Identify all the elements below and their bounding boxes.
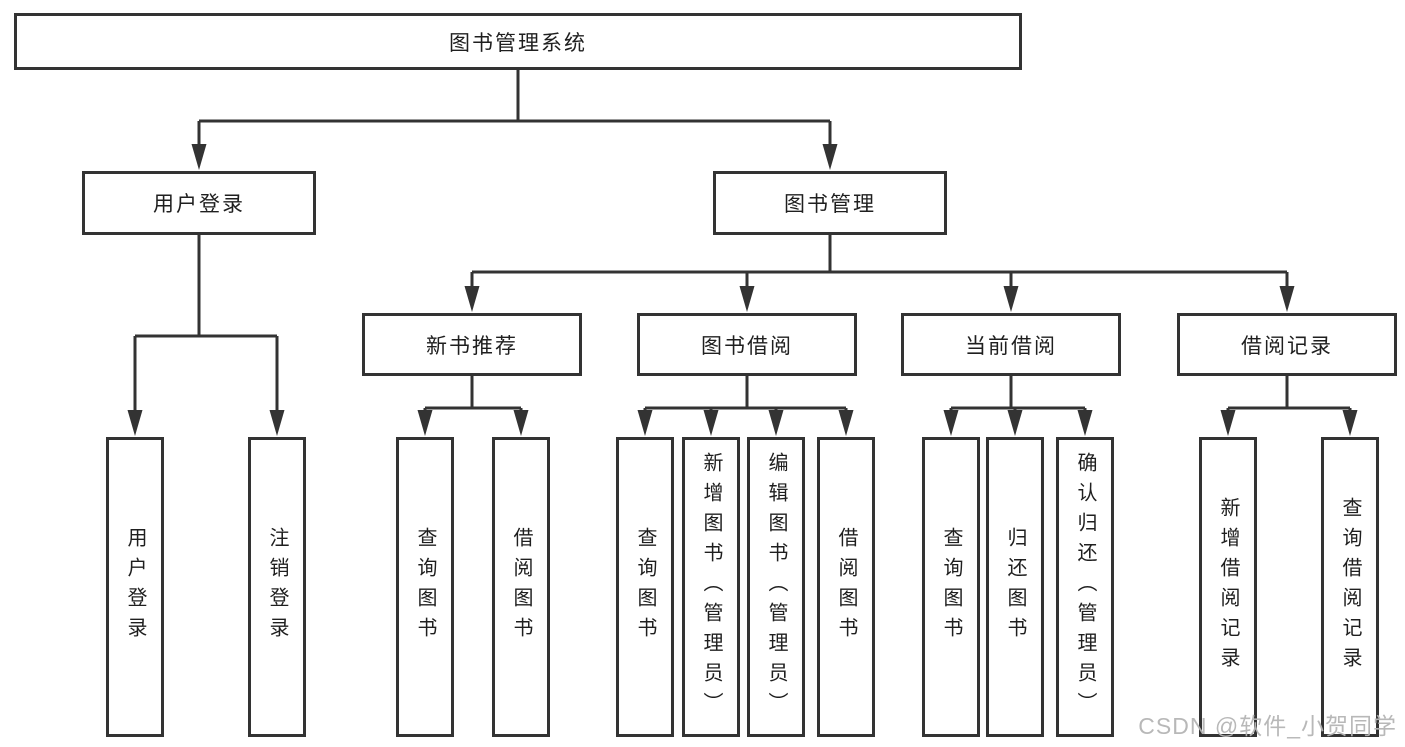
leaf-newbooks-borrow: 借阅图书 [492,437,550,737]
leaf-newbooks-search-label: 查询图书 [414,527,436,647]
leaf-records-add: 新增借阅记录 [1199,437,1257,737]
leaf-records-add-label: 新增借阅记录 [1217,497,1239,677]
leaf-borrow-search: 查询图书 [616,437,674,737]
leaf-current-confirm-admin-label: 确认归还（管理员） [1074,452,1096,722]
leaf-borrow-add-admin-label: 新增图书（管理员） [700,452,722,722]
node-library-system: 图书管理系统 [14,13,1022,70]
node-library-system-label: 图书管理系统 [449,31,587,55]
leaf-records-search: 查询借阅记录 [1321,437,1379,737]
node-user-login: 用户登录 [82,171,316,235]
leaf-records-search-label: 查询借阅记录 [1339,497,1361,677]
leaf-user-login: 用户登录 [106,437,164,737]
node-book-management: 图书管理 [713,171,947,235]
leaf-logout: 注销登录 [248,437,306,737]
leaf-newbooks-search: 查询图书 [396,437,454,737]
leaf-borrow-borrow: 借阅图书 [817,437,875,737]
node-current-borrow-label: 当前借阅 [965,334,1057,358]
node-new-book-recommend-label: 新书推荐 [426,334,518,358]
leaf-borrow-borrow-label: 借阅图书 [835,527,857,647]
node-book-borrow: 图书借阅 [637,313,857,376]
node-current-borrow: 当前借阅 [901,313,1121,376]
leaf-logout-label: 注销登录 [266,527,288,647]
leaf-borrow-search-label: 查询图书 [634,527,656,647]
node-new-book-recommend: 新书推荐 [362,313,582,376]
node-book-management-label: 图书管理 [784,193,876,216]
leaf-current-confirm-admin: 确认归还（管理员） [1056,437,1114,737]
node-borrow-records: 借阅记录 [1177,313,1397,376]
leaf-borrow-edit-admin: 编辑图书（管理员） [747,437,805,737]
csdn-watermark: CSDN @软件_小贺同学 [1138,713,1397,739]
node-borrow-records-label: 借阅记录 [1241,334,1333,358]
node-book-borrow-label: 图书借阅 [701,334,793,358]
leaf-user-login-label: 用户登录 [124,527,146,647]
leaf-current-return: 归还图书 [986,437,1044,737]
leaf-newbooks-borrow-label: 借阅图书 [510,527,532,647]
leaf-current-return-label: 归还图书 [1004,527,1026,647]
leaf-current-search-label: 查询图书 [940,527,962,647]
leaf-current-search: 查询图书 [922,437,980,737]
leaf-borrow-add-admin: 新增图书（管理员） [682,437,740,737]
node-user-login-label: 用户登录 [153,193,245,216]
leaf-borrow-edit-admin-label: 编辑图书（管理员） [765,452,787,722]
